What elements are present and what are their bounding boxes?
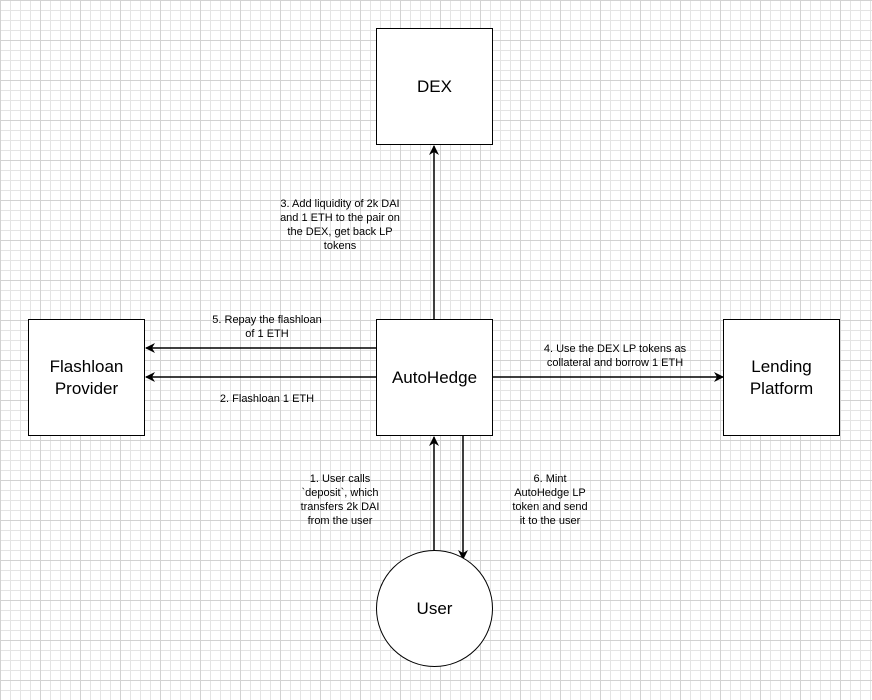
dex-node[interactable]: DEX [376, 28, 493, 145]
flashloan-provider-node[interactable]: Flashloan Provider [28, 319, 145, 436]
flashloan-provider-label: Flashloan Provider [50, 356, 124, 400]
flashloan-provider-label-line: Flashloan [49, 356, 124, 376]
edge-label-step4: 4. Use the DEX LP tokens as collateral a… [520, 342, 710, 370]
lending-platform-label: Lending Platform [750, 356, 813, 400]
lending-platform-label-line: Platform [749, 378, 814, 398]
edge-label-step3: 3. Add liquidity of 2k DAI and 1 ETH to … [250, 197, 430, 253]
autohedge-node[interactable]: AutoHedge [376, 319, 493, 436]
edge-label-line: 3. Add liquidity of 2k DAI [280, 198, 400, 210]
edge-label-line: and 1 ETH to the pair on [280, 212, 400, 224]
dex-node-label: DEX [417, 76, 452, 96]
edge-label-line: from the user [307, 515, 373, 527]
edge-label-line: transfers 2k DAI [300, 501, 380, 513]
edge-label-step6: 6. Mint AutoHedge LP token and send it t… [500, 472, 600, 528]
edge-label-line: 5. Repay the flashloan [212, 314, 322, 326]
edge-label-line: the DEX, get back LP [287, 226, 393, 238]
edge-label-line: 6. Mint [533, 473, 567, 485]
edge-label-line: 1. User calls [309, 473, 371, 485]
edge-label-step5: 5. Repay the flashloan of 1 ETH [187, 313, 347, 341]
edge-label-step2: 2. Flashloan 1 ETH [187, 392, 347, 406]
edge-label-line: 4. Use the DEX LP tokens as [543, 343, 687, 355]
edge-label-line: token and send [512, 501, 588, 513]
edge-label-step1: 1. User calls `deposit`, which transfers… [285, 472, 395, 528]
user-node-label: User [416, 598, 453, 618]
lending-platform-label-line: Lending [751, 356, 812, 376]
edge-label-line: 2. Flashloan 1 ETH [219, 393, 315, 405]
flashloan-provider-label-line: Provider [54, 378, 119, 398]
lending-platform-node[interactable]: Lending Platform [723, 319, 840, 436]
edge-label-line: collateral and borrow 1 ETH [546, 357, 684, 369]
autohedge-node-label: AutoHedge [391, 367, 478, 387]
edge-label-line: tokens [323, 240, 357, 252]
edge-label-line: of 1 ETH [245, 328, 289, 340]
edge-label-line: it to the user [519, 515, 581, 527]
edge-label-line: AutoHedge LP [514, 487, 586, 499]
edge-label-line: `deposit`, which [301, 487, 379, 499]
user-node[interactable]: User [376, 550, 493, 667]
